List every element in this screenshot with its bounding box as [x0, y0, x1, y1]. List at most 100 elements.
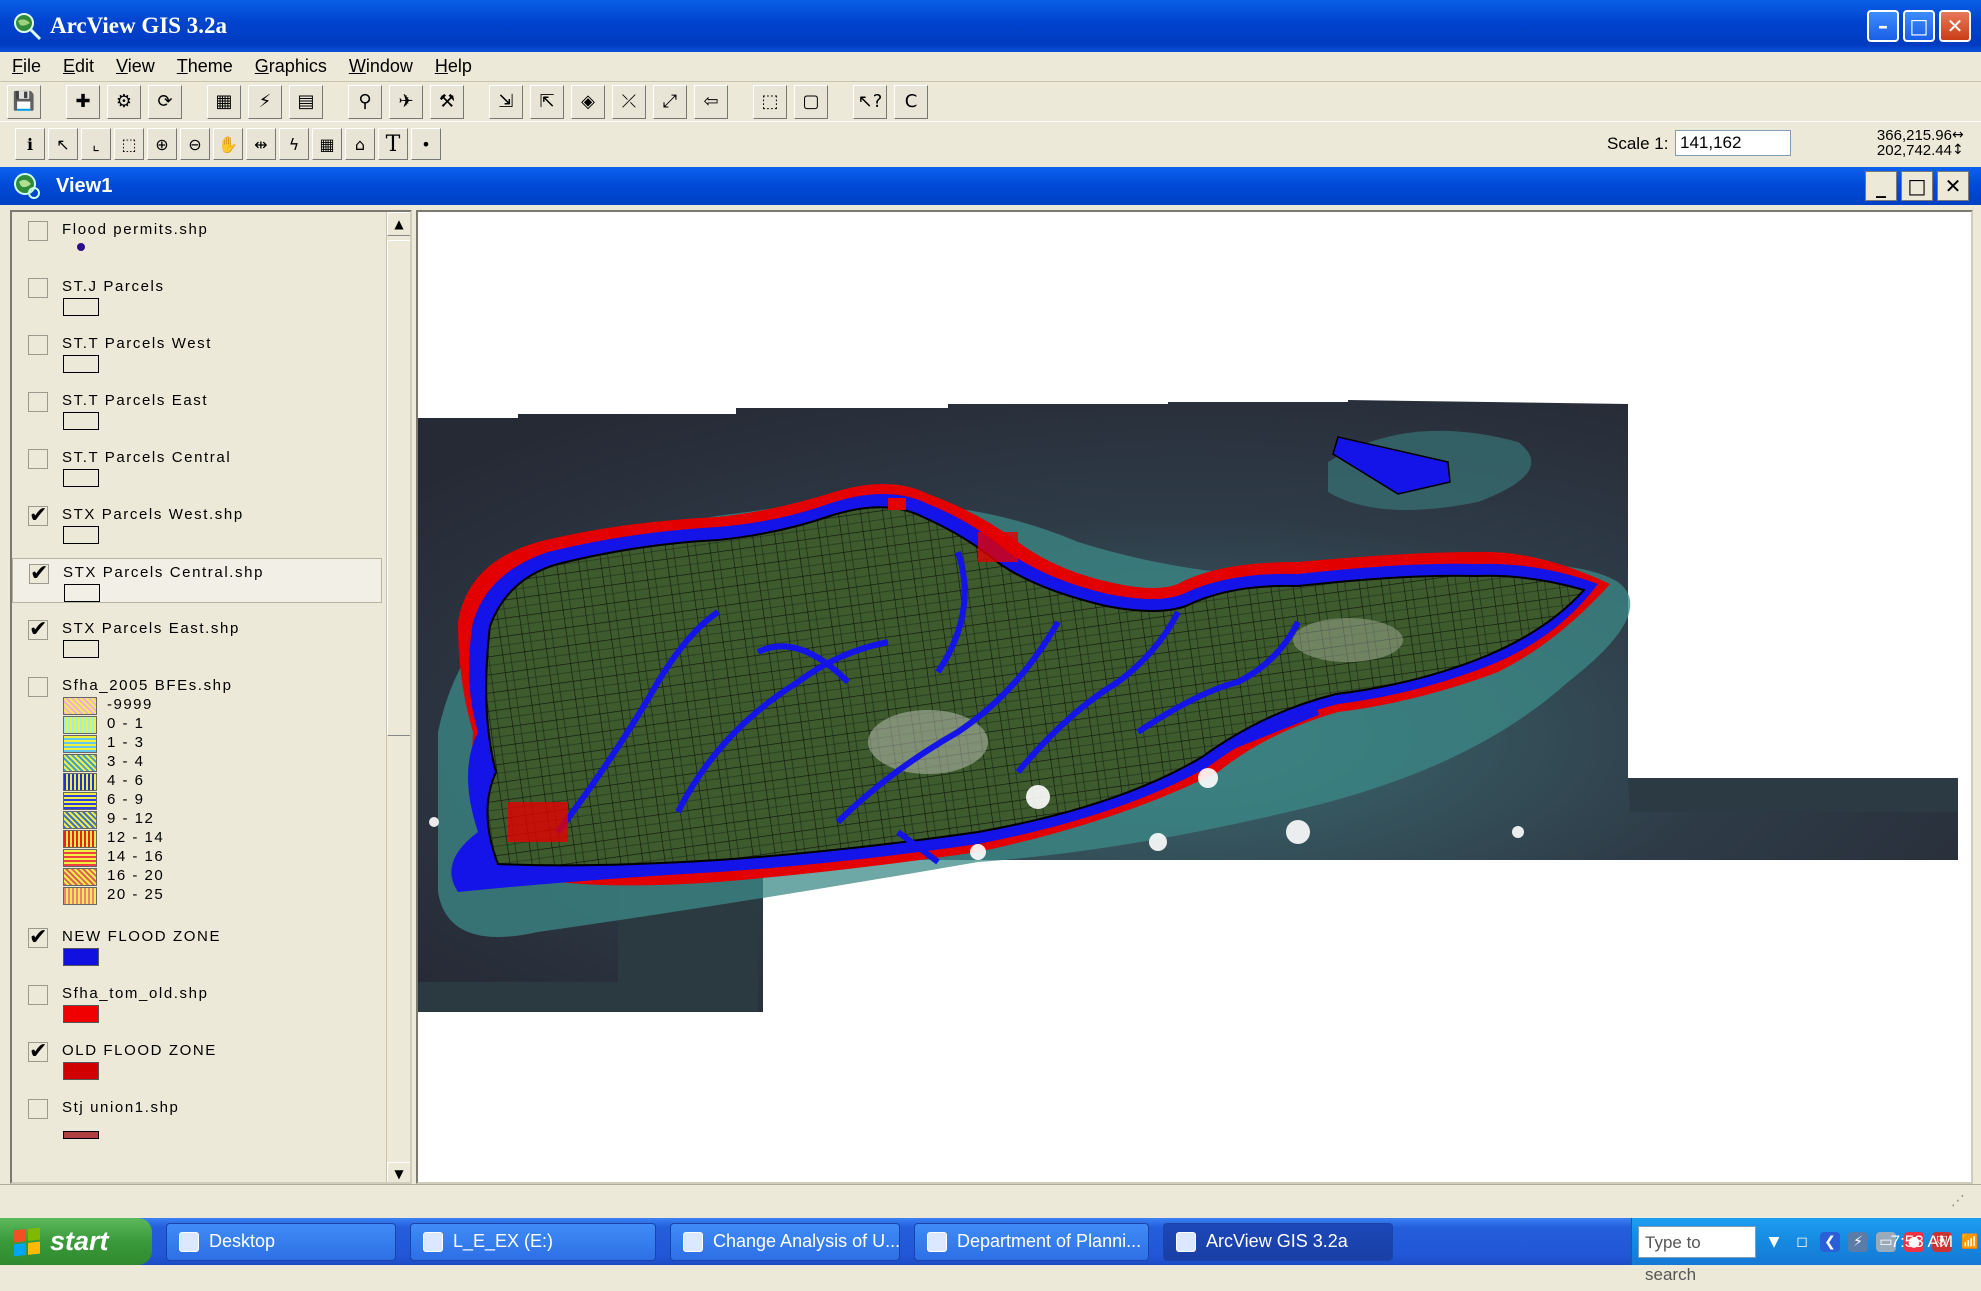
layer-visibility-checkbox[interactable]: ✔ — [28, 505, 48, 527]
toc-layer[interactable]: ✔STX Parcels Central.shp — [12, 558, 382, 603]
pan-tool[interactable]: ✋ — [213, 128, 243, 160]
search-dropdown-icon[interactable]: ▼ — [1768, 1233, 1780, 1250]
app-titlebar[interactable]: ArcView GIS 3.2a – □ ✕ — [0, 0, 1981, 52]
view-close-button[interactable]: ✕ — [1937, 171, 1969, 201]
layer-visibility-checkbox[interactable] — [28, 278, 48, 298]
identify-tool[interactable]: ℹ — [15, 128, 45, 160]
close-button[interactable]: ✕ — [1939, 10, 1971, 42]
clear-selection-button[interactable]: ▢ — [794, 84, 828, 119]
zoom-previous-button[interactable]: ⇦ — [694, 84, 728, 119]
text-tool[interactable]: T — [378, 128, 408, 160]
back-arrow-icon[interactable]: ❮ — [1820, 1231, 1840, 1252]
toc-layer[interactable]: ST.T Parcels East — [12, 387, 382, 432]
taskbar-button[interactable]: Department of Planni... — [914, 1222, 1149, 1261]
edit-legend-button[interactable]: ⟳ — [148, 84, 182, 119]
desktop-toggle-icon[interactable]: ◻ — [1796, 1233, 1808, 1250]
toc-layer[interactable]: ✔STX Parcels East.shp — [12, 615, 382, 660]
find-button[interactable]: ⚲ — [348, 84, 382, 119]
legend-label: 12 - 14 — [107, 829, 165, 846]
display-icon[interactable]: ▭ — [1876, 1231, 1896, 1252]
menu-help[interactable]: Help — [423, 56, 482, 77]
menu-file[interactable]: File — [0, 56, 51, 77]
hot-link-button[interactable]: ⚡ — [248, 84, 282, 119]
wifi-icon[interactable]: 📶 — [1961, 1233, 1979, 1250]
taskbar-button[interactable]: ArcView GIS 3.2a — [1163, 1222, 1393, 1261]
menu-theme[interactable]: Theme — [165, 56, 243, 77]
layer-visibility-checkbox[interactable]: ✔ — [28, 927, 48, 949]
toc-layer[interactable]: Stj union1.shp — [12, 1094, 382, 1139]
theme-properties-button[interactable]: ⚙ — [107, 84, 141, 119]
label-tool[interactable]: ⌂ — [345, 128, 375, 160]
toc-layer[interactable]: Flood permits.shp — [12, 216, 382, 261]
toc-layer[interactable]: ✔STX Parcels West.shp — [12, 501, 382, 546]
menu-window[interactable]: Window — [337, 56, 423, 77]
scroll-thumb[interactable] — [387, 240, 410, 736]
toc-layer[interactable]: ST.J Parcels — [12, 273, 382, 318]
taskbar-button[interactable]: Change Analysis of U... — [670, 1222, 900, 1261]
scale-label: Scale 1: — [1607, 134, 1669, 153]
taskbar-button[interactable]: Desktop — [166, 1222, 396, 1261]
scroll-down-button[interactable]: ▼ — [387, 1162, 410, 1182]
zoom-in-tool[interactable]: ⊕ — [147, 128, 177, 160]
maximize-button[interactable]: □ — [1903, 10, 1935, 42]
search-input[interactable]: Type to search — [1638, 1225, 1756, 1284]
toc-layer[interactable]: ST.T Parcels Central — [12, 444, 382, 489]
toc-layer[interactable]: Sfha_tom_old.shp — [12, 980, 382, 1025]
view-minimize-button[interactable]: _ — [1865, 171, 1897, 201]
layer-visibility-checkbox[interactable] — [28, 335, 48, 355]
map-canvas[interactable] — [418, 212, 1971, 1182]
query-builder-button[interactable]: ⚒ — [430, 84, 464, 119]
resize-grip-icon[interactable]: ⋰ — [1951, 1193, 1965, 1209]
area-of-interest-tool[interactable]: ▦ — [312, 128, 342, 160]
view-maximize-button[interactable]: □ — [1901, 171, 1933, 201]
layer-visibility-checkbox[interactable] — [28, 1099, 48, 1119]
security-shield-icon[interactable]: ⛨ — [1932, 1231, 1952, 1252]
zoom-out-fixed-button[interactable]: ⤢ — [653, 84, 687, 119]
layer-visibility-checkbox[interactable] — [28, 985, 48, 1005]
locate-address-button[interactable]: ✈ — [389, 84, 423, 119]
layer-visibility-checkbox[interactable]: ✔ — [28, 1041, 48, 1063]
select-features-button[interactable]: ⬚ — [753, 84, 787, 119]
layer-visibility-checkbox[interactable] — [28, 677, 48, 697]
draw-point-tool[interactable]: • — [411, 128, 441, 160]
toc-layer[interactable]: ST.T Parcels West — [12, 330, 382, 375]
toc-scrollbar[interactable]: ▲ ▼ — [386, 212, 410, 1182]
save-project-button[interactable]: 💾 — [7, 84, 41, 119]
minimize-button[interactable]: – — [1867, 10, 1899, 42]
clear-graphics-button[interactable]: C — [894, 84, 928, 119]
layer-visibility-checkbox[interactable]: ✔ — [28, 619, 48, 641]
start-button[interactable]: start — [0, 1218, 152, 1265]
measure-tool[interactable]: ⇹ — [246, 128, 276, 160]
menu-edit[interactable]: Edit — [51, 56, 104, 77]
network-icon[interactable]: ⚡ — [1848, 1231, 1868, 1252]
help-button[interactable]: ↖? — [853, 84, 887, 119]
toc-layer[interactable]: ✔OLD FLOOD ZONE — [12, 1037, 382, 1082]
layer-visibility-checkbox[interactable]: ✔ — [29, 563, 49, 585]
calculator-button[interactable]: ▤ — [289, 84, 323, 119]
layer-visibility-checkbox[interactable] — [28, 449, 48, 469]
taskbar-button[interactable]: L_E_EX (E:) — [410, 1222, 656, 1261]
zoom-to-full-extent-button[interactable]: ⇲ — [489, 84, 523, 119]
scale-input[interactable]: 141,162 — [1675, 130, 1791, 156]
view-window-titlebar[interactable]: View1 _ □ ✕ — [0, 167, 1981, 205]
zoom-in-fixed-button[interactable]: ⤫ — [612, 84, 646, 119]
zoom-to-selected-button[interactable]: ◈ — [571, 84, 605, 119]
toc-layer[interactable]: ✔NEW FLOOD ZONE — [12, 923, 382, 968]
hot-link-tool[interactable]: ϟ — [279, 128, 309, 160]
layer-visibility-checkbox[interactable] — [28, 221, 48, 241]
menu-view[interactable]: View — [104, 56, 165, 77]
zoom-to-active-themes-button[interactable]: ⇱ — [530, 84, 564, 119]
add-theme-button[interactable]: ✚ — [66, 84, 100, 119]
zoom-out-tool[interactable]: ⊖ — [180, 128, 210, 160]
antivirus-icon[interactable]: ● — [1904, 1231, 1924, 1252]
pointer-tool[interactable]: ↖ — [48, 128, 78, 160]
scroll-up-button[interactable]: ▲ — [387, 212, 410, 236]
layer-visibility-checkbox[interactable] — [28, 392, 48, 412]
open-theme-table-button[interactable]: ▦ — [207, 84, 241, 119]
select-feature-tool[interactable]: ⬚ — [114, 128, 144, 160]
vertex-edit-tool[interactable]: ⌞ — [81, 128, 111, 160]
map-display[interactable] — [416, 210, 1973, 1184]
menu-graphics[interactable]: Graphics — [243, 56, 337, 77]
